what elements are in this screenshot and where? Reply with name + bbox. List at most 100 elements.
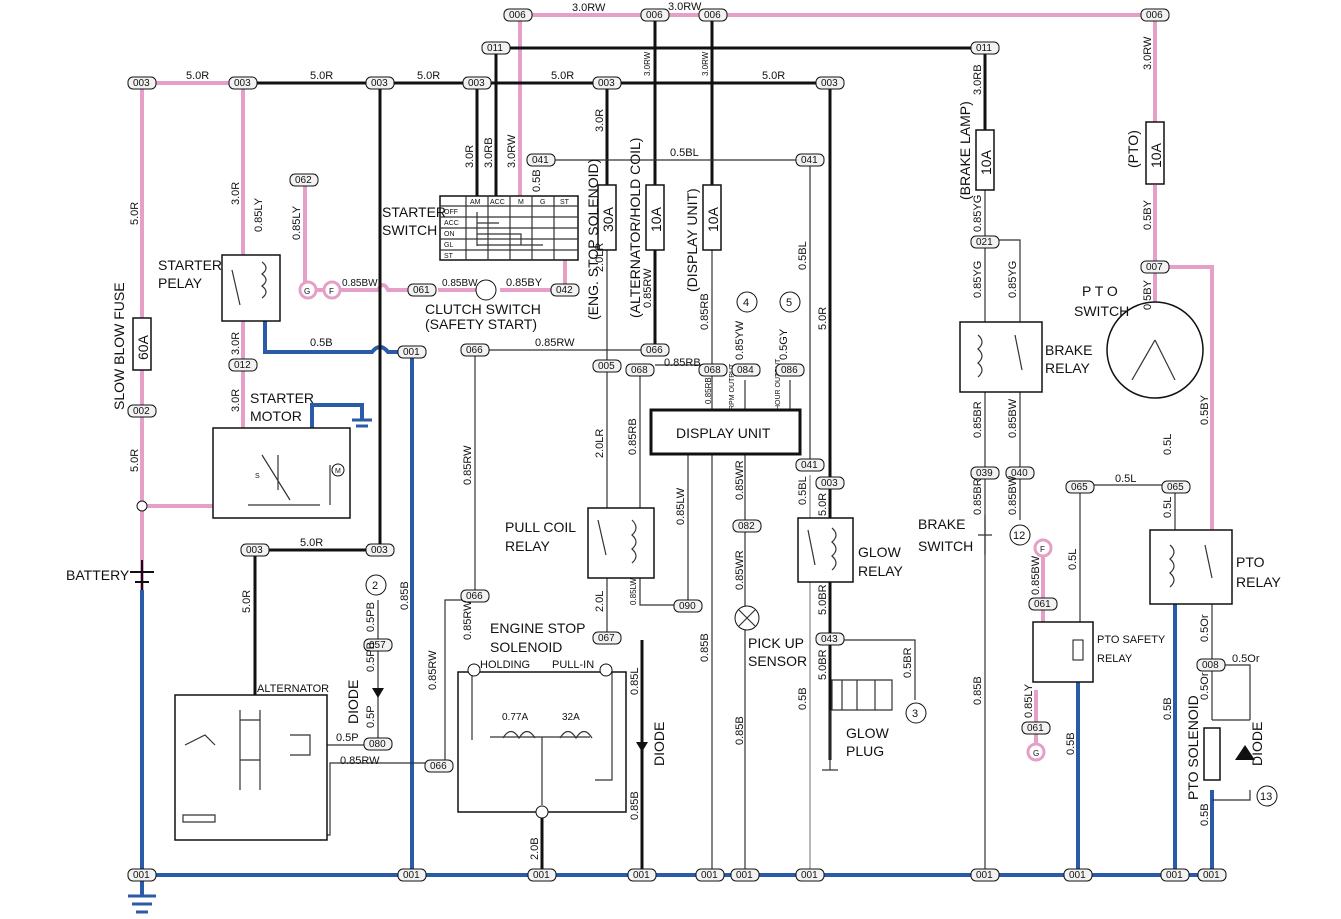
switch-header-st: ST [560, 199, 570, 206]
connector-066: 066 [430, 761, 447, 772]
holding-label: HOLDING [480, 659, 530, 671]
fuse-30a-label: 30A [600, 206, 616, 232]
glow-plug-label: GLOW [846, 725, 890, 741]
glow-plug [822, 679, 893, 771]
wire-label: 0.85BR [972, 478, 984, 515]
connector-084: 084 [737, 365, 754, 376]
display-unit-fuse-label: (DISPLAY UNIT) [684, 188, 700, 292]
fuse-10a-alt-label: 10A [648, 206, 664, 232]
wire-label: 3.0RW [701, 51, 710, 76]
numbered-circles: 2 3 4 5 12 13 [365, 291, 1278, 807]
starter-switch-label: STARTER [382, 204, 446, 220]
wire-label: 0.5Or [1199, 614, 1211, 642]
wire-label: 0.5L [1162, 434, 1174, 455]
connector-043: 043 [821, 634, 838, 645]
wire-label: 0.85B [734, 716, 746, 745]
pick-up-sensor-label: PICK UP [748, 635, 804, 651]
wire-label: 0.85BR [972, 401, 984, 438]
connector-001: 001 [403, 870, 420, 881]
wire-labels: 3.0RW 3.0RW 5.0R 5.0R 5.0R 5.0R 5.0R 5.0… [129, 1, 1260, 860]
amp-077-label: 0.77A [502, 712, 528, 723]
wire-label: 0.5BY [1199, 394, 1211, 425]
wire-label: 0.85BW [1007, 475, 1019, 515]
pull-in-label: PULL-IN [552, 659, 594, 671]
fuse-60a-label: 60A [135, 334, 151, 360]
starter-motor-label-2: MOTOR [250, 408, 302, 424]
wire-label: 5.0R [762, 70, 785, 82]
connector-066: 066 [466, 345, 483, 356]
wire-label: 0.5Or [1199, 672, 1211, 700]
connector-066: 066 [466, 591, 483, 602]
wire-label: 0.5PB [365, 602, 377, 632]
wire-label: 0.85YW [734, 320, 746, 360]
starter-relay-label: STARTER [158, 257, 222, 273]
fuse-30a [597, 184, 617, 251]
connector-008: 008 [1202, 660, 1219, 671]
wire-label: 3.0RB [972, 64, 984, 95]
glow-relay-label: GLOW [858, 544, 902, 560]
wire-label: 0.5B [531, 169, 543, 192]
switch-header-g: G [540, 199, 545, 206]
wire-label: 0.85RB [704, 377, 713, 404]
wire-label: 5.0BR [817, 649, 829, 680]
wire-label: 5.0R [817, 493, 829, 516]
wire-label: 3.0R [230, 182, 242, 205]
starter-switch-table [439, 195, 579, 261]
display-unit-box [649, 408, 802, 456]
wire-label: 3.0RW [1142, 36, 1154, 70]
connector-042: 042 [556, 285, 573, 296]
terminal-g-2: G [1033, 749, 1039, 758]
wire-label: 2.0L [594, 591, 606, 612]
pto-safety-relay [1032, 621, 1094, 683]
wire-label: 3.0RB [483, 137, 495, 168]
pto-fuse-label: (PTO) [1125, 130, 1141, 168]
diode-icon [372, 688, 384, 698]
connector-001: 001 [633, 870, 650, 881]
connector-090: 090 [679, 601, 696, 612]
connector-003: 003 [246, 545, 263, 556]
wire-label: 0.85BW [442, 278, 478, 289]
starter-switch-label-2: SWITCH [382, 222, 437, 238]
connector-086: 086 [781, 365, 798, 376]
wire-label: 3.0R [594, 109, 606, 132]
pto-solenoid-coil [1203, 727, 1255, 781]
wire-label: 0.85RB [664, 357, 701, 369]
connector-061: 061 [1034, 599, 1051, 610]
clutch-switch-label: CLUTCH SWITCH [425, 301, 541, 317]
pull-coil-relay-label: PULL COIL [505, 519, 576, 535]
engine-stop-solenoid-label: ENGINE STOP [490, 620, 585, 636]
wire-label: 0.85B [699, 633, 711, 662]
pto-switch-label-2: SWITCH [1074, 303, 1129, 319]
wire-label: 0.5Or [1232, 653, 1260, 665]
connector-001: 001 [1166, 870, 1183, 881]
switch-row-st: ST [444, 253, 454, 260]
wire-label: 5.0BR [817, 584, 829, 615]
pto-switch [1106, 301, 1204, 399]
wire-label: 0.5B [1162, 697, 1174, 720]
amp-32-label: 32A [562, 712, 580, 723]
connector-068: 068 [704, 365, 721, 376]
connector-001: 001 [133, 870, 150, 881]
switch-header-acc: ACC [490, 199, 505, 206]
fuse-10a-brake [975, 129, 995, 191]
wire-label: 0.85LW [629, 578, 638, 605]
switch-row-off: OFF [444, 209, 458, 216]
brake-switch-label: BRAKE [918, 516, 965, 532]
connector-011: 011 [487, 43, 503, 54]
wire-label: 0.5PB [365, 642, 377, 672]
brake-switch-label-2: SWITCH [918, 538, 973, 554]
wire-label: 0.5B [797, 687, 809, 710]
wire-label: 0.85YG [972, 195, 984, 232]
wire-label: 3.0RW [668, 1, 702, 13]
circle-12: 12 [1013, 530, 1025, 542]
wire-label: 0.85YG [1007, 261, 1019, 298]
connector-001: 001 [736, 870, 753, 881]
terminal-g: G [304, 287, 310, 296]
connector-062: 062 [295, 175, 312, 186]
terminal-letters: G F S M F G [255, 287, 1045, 758]
wire-label: 0.85BW [1007, 398, 1019, 438]
wire-label: 0.5B [1065, 732, 1077, 755]
wire-label: 0.85LY [1023, 683, 1035, 718]
wire-label: 3.0R [464, 145, 476, 168]
